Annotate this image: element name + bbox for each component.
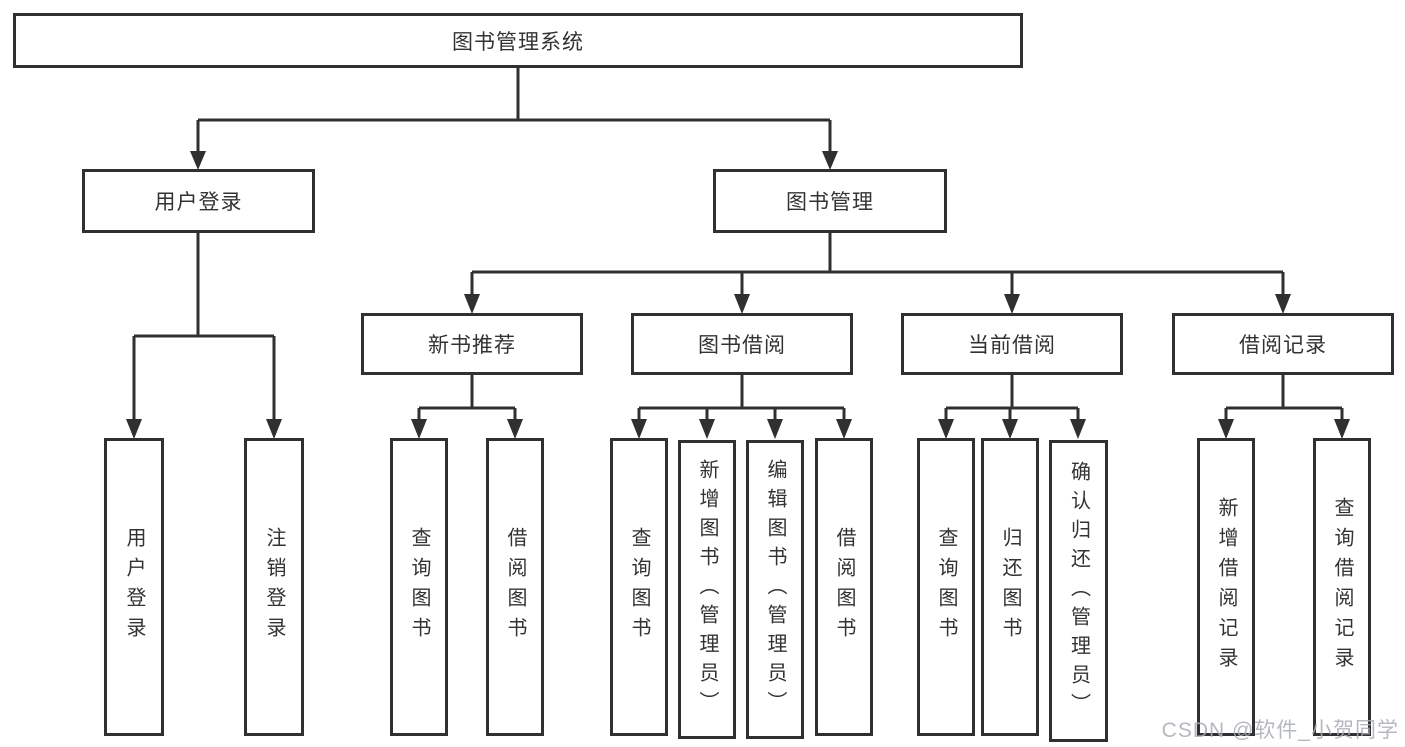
arrow-down-icon [631, 419, 647, 439]
connector-current-to-leaves [944, 375, 1080, 419]
leaf-current-confirm-return-admin: 确认归还（管理员） [1049, 440, 1108, 742]
arrow-down-icon [190, 151, 206, 170]
leaf-recommend-borrow-books: 借阅图书 [486, 438, 544, 736]
connector-recommend-to-leaves [417, 375, 517, 419]
connector-root-to-level2 [196, 68, 832, 151]
arrow-down-icon [822, 151, 838, 170]
leaf-borrow-borrow-books: 借阅图书 [815, 438, 873, 736]
arrow-down-icon [126, 419, 142, 439]
leaf-recommend-query-books-label: 查询图书 [408, 527, 430, 647]
arrow-down-icon [734, 294, 750, 314]
arrow-down-icon [1218, 419, 1234, 439]
arrow-down-icon [836, 419, 852, 439]
leaf-borrow-add-books-admin: 新增图书（管理员） [678, 440, 736, 739]
node-book-borrow-label: 图书借阅 [698, 334, 786, 357]
arrow-down-icon [767, 419, 783, 439]
leaf-borrow-edit-books-admin: 编辑图书（管理员） [746, 440, 804, 739]
leaf-borrow-add-books-admin-label: 新增图书（管理员） [696, 459, 718, 720]
leaf-current-return-books: 归还图书 [981, 438, 1039, 736]
leaf-logout: 注销登录 [244, 438, 304, 736]
node-root: 图书管理系统 [13, 13, 1023, 68]
leaf-recommend-query-books: 查询图书 [390, 438, 448, 736]
node-book-management: 图书管理 [713, 169, 947, 233]
leaf-current-return-books-label: 归还图书 [999, 527, 1021, 647]
leaf-current-confirm-return-admin-label: 确认归还（管理员） [1067, 460, 1090, 722]
arrow-down-icon [1070, 419, 1086, 439]
leaf-borrow-query-books-label: 查询图书 [628, 527, 650, 647]
arrow-down-icon [266, 419, 282, 439]
leaf-records-add-record-label: 新增借阅记录 [1215, 497, 1237, 677]
arrow-down-icon [507, 419, 523, 439]
node-borrow-records: 借阅记录 [1172, 313, 1394, 375]
node-user-login-label: 用户登录 [154, 191, 243, 214]
leaf-user-login-label: 用户登录 [123, 527, 145, 647]
arrow-down-icon [1334, 419, 1350, 439]
arrow-down-icon [699, 419, 715, 439]
arrow-down-icon [1002, 419, 1018, 439]
connector-borrow-to-leaves [637, 375, 846, 419]
arrow-down-icon [938, 419, 954, 439]
connector-records-to-leaves [1224, 375, 1344, 419]
leaf-current-query-books: 查询图书 [917, 438, 975, 736]
leaf-logout-label: 注销登录 [263, 527, 285, 647]
watermark: CSDN @软件_小贺同学 [1161, 719, 1399, 742]
leaf-user-login: 用户登录 [104, 438, 164, 736]
node-current-borrow-label: 当前借阅 [968, 334, 1056, 357]
node-borrow-records-label: 借阅记录 [1239, 334, 1327, 357]
leaf-borrow-edit-books-admin-label: 编辑图书（管理员） [764, 459, 786, 720]
leaf-recommend-borrow-books-label: 借阅图书 [504, 527, 526, 647]
leaf-borrow-query-books: 查询图书 [610, 438, 668, 736]
leaf-records-query-record: 查询借阅记录 [1313, 438, 1371, 736]
node-book-management-label: 图书管理 [786, 191, 874, 214]
connector-bookmgmt-to-level3 [470, 233, 1285, 294]
arrow-down-icon [1275, 294, 1291, 314]
node-user-login: 用户登录 [82, 169, 315, 233]
arrow-down-icon [411, 419, 427, 439]
connector-login-to-leaves [132, 233, 276, 419]
arrow-down-icon [464, 294, 480, 314]
arrow-down-icon [1004, 294, 1020, 314]
leaf-records-query-record-label: 查询借阅记录 [1331, 497, 1353, 677]
leaf-records-add-record: 新增借阅记录 [1197, 438, 1255, 736]
node-root-label: 图书管理系统 [452, 30, 584, 54]
node-new-book-recommend-label: 新书推荐 [428, 334, 516, 357]
node-current-borrow: 当前借阅 [901, 313, 1123, 375]
arrowheads [126, 151, 1350, 439]
node-book-borrow: 图书借阅 [631, 313, 853, 375]
leaf-current-query-books-label: 查询图书 [935, 527, 957, 647]
leaf-borrow-borrow-books-label: 借阅图书 [833, 527, 855, 647]
node-new-book-recommend: 新书推荐 [361, 313, 583, 375]
